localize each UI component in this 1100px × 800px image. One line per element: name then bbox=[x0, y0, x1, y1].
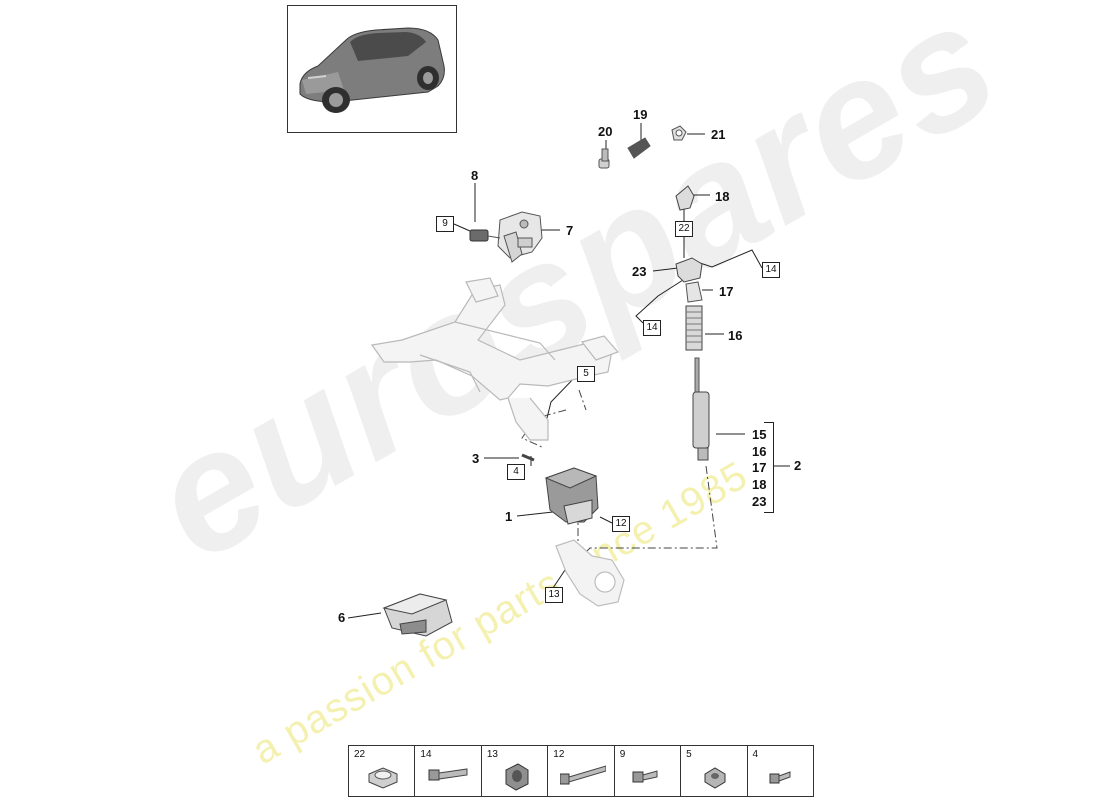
boxed-ref-5: 5 bbox=[577, 366, 595, 382]
callout-7: 7 bbox=[566, 223, 574, 238]
fastener-legend: 22 14 13 12 bbox=[348, 745, 814, 797]
callout-23: 23 bbox=[632, 264, 647, 279]
legend-cell-9: 9 bbox=[615, 746, 682, 796]
callout-1: 1 bbox=[505, 509, 513, 524]
callout-8: 8 bbox=[471, 168, 479, 183]
long-bolt-icon bbox=[560, 765, 607, 785]
vehicle-thumbnail bbox=[287, 5, 457, 133]
boxed-ref-13: 13 bbox=[545, 587, 563, 603]
legend-cell-13: 13 bbox=[482, 746, 549, 796]
legend-cell-12: 12 bbox=[548, 746, 615, 796]
air-spring bbox=[544, 467, 599, 525]
nut-icon bbox=[505, 763, 529, 791]
boxed-ref-12: 12 bbox=[612, 516, 630, 532]
hex-nut-icon bbox=[704, 767, 726, 789]
assembly-bracket bbox=[764, 422, 774, 513]
callout-15: 15 bbox=[752, 427, 767, 442]
suv-icon bbox=[299, 27, 445, 113]
legend-cell-5: 5 bbox=[681, 746, 748, 796]
bolt-icon bbox=[428, 768, 468, 781]
boxed-ref-9: 9 bbox=[436, 216, 454, 232]
module-7 bbox=[497, 211, 543, 263]
boxed-ref-22: 22 bbox=[675, 221, 693, 237]
callout-23-list: 23 bbox=[752, 494, 767, 509]
callout-16-list: 16 bbox=[752, 444, 767, 459]
boxed-ref-4: 4 bbox=[507, 464, 525, 480]
boxed-ref-14: 14 bbox=[762, 262, 780, 278]
small-bolt-icon bbox=[769, 771, 791, 784]
callout-6: 6 bbox=[338, 610, 346, 625]
legend-cell-22: 22 bbox=[349, 746, 416, 796]
callout-17-list: 17 bbox=[752, 460, 767, 475]
callout-16: 16 bbox=[728, 328, 743, 343]
callout-19: 19 bbox=[633, 107, 648, 122]
legend-number: 14 bbox=[420, 749, 432, 760]
legend-number: 5 bbox=[686, 749, 692, 760]
legend-number: 9 bbox=[619, 749, 626, 760]
legend-cell-14: 14 bbox=[415, 746, 482, 796]
legend-cell-4: 4 bbox=[748, 746, 813, 796]
callout-20: 20 bbox=[598, 124, 613, 139]
legend-number: 12 bbox=[553, 749, 565, 760]
callout-21: 21 bbox=[711, 127, 726, 142]
legend-number: 13 bbox=[486, 749, 498, 760]
callout-17: 17 bbox=[719, 284, 734, 299]
flange-nut-icon bbox=[368, 767, 398, 789]
callout-2: 2 bbox=[794, 458, 802, 473]
legend-number: 4 bbox=[752, 749, 759, 760]
boxed-ref-14: 14 bbox=[643, 320, 661, 336]
subframe bbox=[370, 277, 620, 441]
legend-number: 22 bbox=[354, 749, 366, 760]
callout-18-list: 18 bbox=[752, 477, 767, 492]
screw-icon bbox=[632, 770, 658, 783]
callout-3: 3 bbox=[472, 451, 480, 466]
callout-18: 18 bbox=[715, 189, 730, 204]
